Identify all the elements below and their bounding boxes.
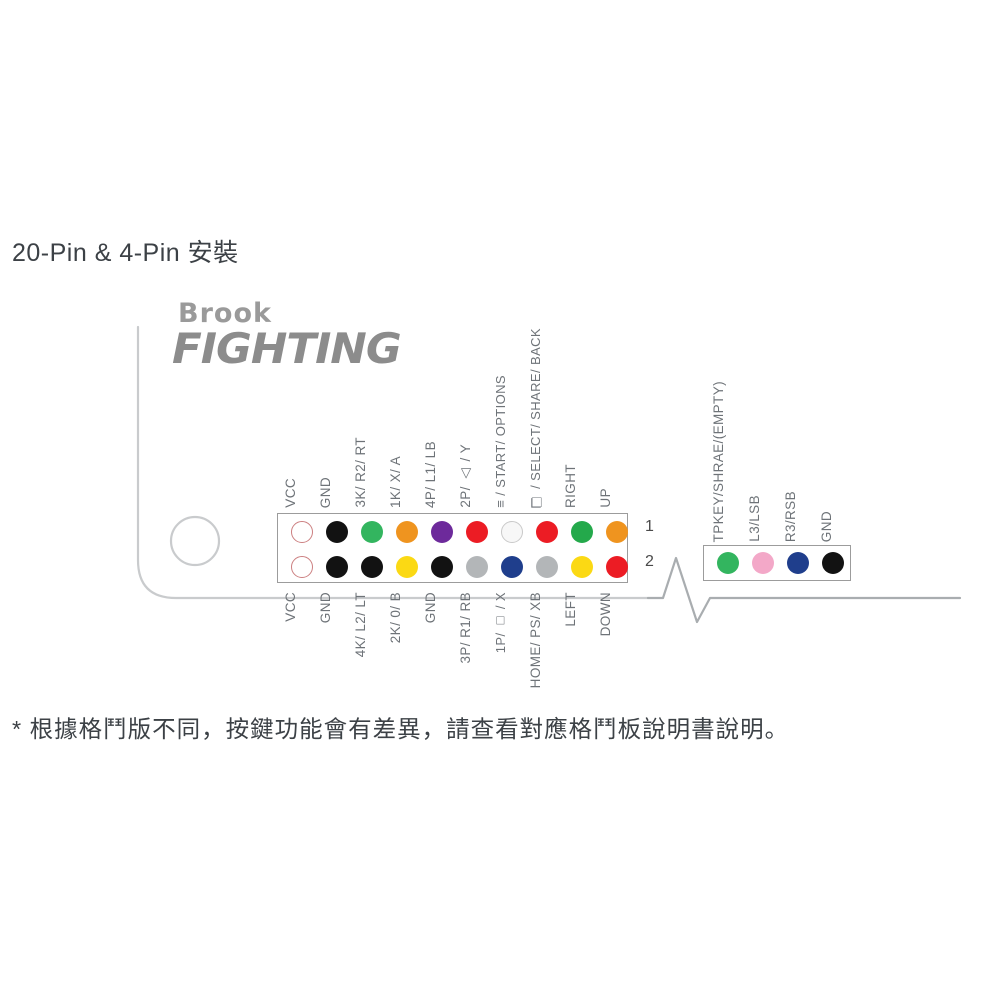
pin-label-top-9: RIGHT [563,464,578,508]
pin-r2-c8[interactable] [536,555,558,578]
pin4-label-4: GND [819,510,834,542]
pin4-c1[interactable] [717,552,739,574]
pin-r1-c9[interactable] [571,520,593,543]
pin-label-bottom-3: 4K/ L2/ LT [353,592,368,658]
pin-label-top-1: VCC [283,478,298,508]
pin-label-bottom-10: DOWN [598,592,613,637]
pin-label-top-5: 4P/ L1/ LB [423,440,438,508]
pin-r2-c4[interactable] [396,555,418,578]
pin-r1-c1[interactable] [291,520,313,543]
pin-row-2 [278,549,628,584]
pin-r1-c8[interactable] [536,520,558,543]
pin-row-number-1: 1 [645,518,654,535]
pin-r2-c10[interactable] [606,555,628,578]
footnote: * 根據格鬥版不同，按鍵功能會有差異，請查看對應格鬥板說明書說明。 [12,716,790,742]
pin-label-top-2: GND [318,476,333,508]
pin-row-1 [278,514,628,549]
page-title: 20-Pin & 4-Pin 安裝 [12,239,239,267]
pin-r1-c3[interactable] [361,520,383,543]
pin-r1-c7[interactable] [501,520,523,543]
pin-label-bottom-2: GND [318,592,333,624]
pin-label-top-10: UP [598,488,613,508]
pin-row-number-2: 2 [645,553,654,570]
pin-label-bottom-8: HOME/ PS/ XB [528,592,543,689]
logo-brand-text: Brook [178,298,272,329]
connector-4pin [703,545,851,581]
pin4-c3[interactable] [787,552,809,574]
pin-r2-c7[interactable] [501,555,523,578]
pin-label-bottom-1: VCC [283,592,298,622]
connector-20pin [277,513,628,583]
pin-r2-c2[interactable] [326,555,348,578]
pin-label-bottom-9: LEFT [563,592,578,627]
pin-r2-c5[interactable] [431,555,453,578]
pcb-outline [136,325,962,624]
pin-r2-c1[interactable] [291,555,313,578]
pin-r2-c9[interactable] [571,555,593,578]
pin-label-bottom-4: 2K/ 0/ B [388,592,403,644]
pin-label-bottom-7: 1P/ □ / X [493,592,508,654]
pin-label-top-3: 3K/ R2/ RT [353,437,368,508]
brook-fighting-logo: Brook FIGHTING [172,298,402,370]
pin4-c4[interactable] [822,552,844,574]
pin4-label-3: R3/RSB [783,490,798,542]
pin-label-top-8: ❐ / SELECT/ SHARE/ BACK [528,327,543,508]
pin-label-bottom-5: GND [423,592,438,624]
pin-label-top-6: 2P/ △ / Y [458,444,473,508]
pin4-label-1: TPKEY/SHRAE/(EMPTY) [711,380,726,542]
pin4-c2[interactable] [752,552,774,574]
pin-r1-c4[interactable] [396,520,418,543]
pin-r1-c2[interactable] [326,520,348,543]
pin-label-top-4: 1K/ X/ A [388,456,403,508]
logo-product-text: FIGHTING [172,324,402,373]
pin-r2-c3[interactable] [361,555,383,578]
pin-r2-c6[interactable] [466,555,488,578]
pin-r1-c10[interactable] [606,520,628,543]
pin-r1-c6[interactable] [466,520,488,543]
pin4-label-2: L3/LSB [747,495,762,542]
pin-label-top-7: ≡ / START/ OPTIONS [493,375,508,508]
pin-label-bottom-6: 3P/ R1/ RB [458,592,473,664]
pin-r1-c5[interactable] [431,520,453,543]
